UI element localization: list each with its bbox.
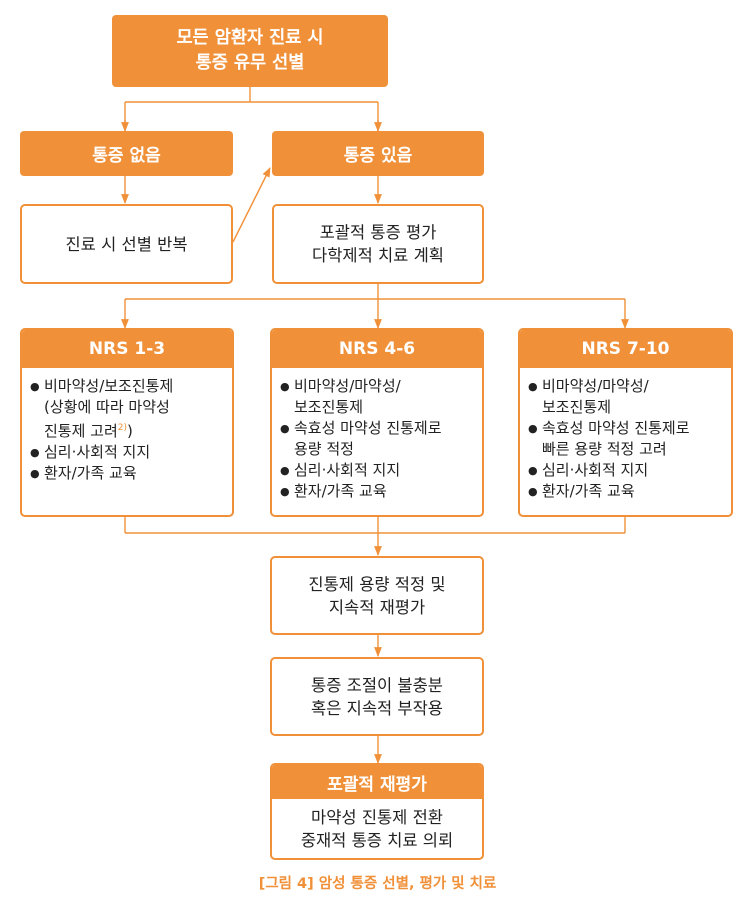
repeat-screening-box: 진료 시 선별 반복 bbox=[20, 204, 233, 284]
arrow-repeat-to-has-pain bbox=[232, 167, 271, 243]
nrs-high-title: NRS 7-10 bbox=[520, 330, 731, 368]
nrs-high-item2-line2: 빠른 용량 적정 고려 bbox=[542, 440, 667, 458]
reassessment-title: 포괄적 재평가 bbox=[272, 765, 482, 799]
no-pain-box: 통증 없음 bbox=[20, 131, 233, 176]
screening-line1: 모든 암환자 진료 시 bbox=[176, 28, 324, 48]
titration-line1: 진통제 용량 적정 및 bbox=[308, 574, 446, 594]
has-pain-box: 통증 있음 bbox=[272, 131, 484, 176]
split-connector bbox=[124, 86, 379, 131]
nrs-high-item-2: 속효성 마약성 진통제로 빠른 용량 적정 고려 bbox=[528, 418, 725, 460]
nrs-mid-item-4: 환자/가족 교육 bbox=[280, 481, 476, 502]
reassessment-line1: 마약성 진통제 전환 bbox=[311, 807, 443, 827]
nrs-low-box: NRS 1-3 비마약성/보조진통제 (상황에 따라 마약성 진통제 고려2))… bbox=[20, 328, 234, 517]
nrs-low-item1-line3: 진통제 고려 bbox=[44, 422, 118, 440]
nrs-low-item-2: 심리·사회적 지지 bbox=[30, 442, 226, 463]
nrs-high-item-3: 심리·사회적 지지 bbox=[528, 460, 725, 481]
uncontrolled-pain-box: 통증 조절이 불충분 혹은 지속적 부작용 bbox=[270, 657, 484, 736]
nrs-low-item1-line1: 비마약성/보조진통제 bbox=[44, 377, 174, 395]
has-pain-label: 통증 있음 bbox=[343, 146, 413, 166]
nrs-split-connector bbox=[125, 284, 625, 300]
nrs-merge-connector bbox=[124, 517, 626, 534]
reassessment-body: 마약성 진통제 전환 중재적 통증 치료 의뢰 bbox=[272, 799, 482, 858]
nrs-mid-box: NRS 4-6 비마약성/마약성/ 보조진통제 속효성 마약성 진통제로 용량 … bbox=[270, 328, 484, 517]
nrs-low-item1-line2: (상황에 따라 마약성 bbox=[44, 398, 170, 416]
assessment-line2: 다학제적 치료 계획 bbox=[312, 246, 444, 265]
assessment-box: 포괄적 통증 평가 다학제적 치료 계획 bbox=[272, 204, 484, 284]
titration-line2: 지속적 재평가 bbox=[328, 597, 426, 617]
nrs-mid-item2-line2: 용량 적정 bbox=[294, 440, 354, 458]
nrs-high-item-1: 비마약성/마약성/ 보조진통제 bbox=[528, 376, 725, 418]
assessment-line1: 포괄적 통증 평가 bbox=[319, 223, 437, 242]
nrs-mid-item-1: 비마약성/마약성/ 보조진통제 bbox=[280, 376, 476, 418]
reference-superscript: 2) bbox=[117, 423, 128, 433]
nrs-high-item1-line2: 보조진통제 bbox=[542, 398, 612, 416]
nrs-mid-item1-line1: 비마약성/마약성/ bbox=[294, 377, 401, 395]
figure-caption: [그림 4] 암성 통증 선별, 평가 및 치료 bbox=[258, 876, 497, 892]
screening-line2: 통증 유무 선별 bbox=[195, 53, 305, 73]
nrs-mid-item1-line2: 보조진통제 bbox=[294, 398, 364, 416]
nrs-mid-title: NRS 4-6 bbox=[272, 330, 482, 368]
nrs-high-item-4: 환자/가족 교육 bbox=[528, 481, 725, 502]
uncontrolled-line1: 통증 조절이 불충분 bbox=[311, 675, 443, 695]
nrs-high-box: NRS 7-10 비마약성/마약성/ 보조진통제 속효성 마약성 진통제로 빠른… bbox=[518, 328, 733, 517]
nrs-low-item1-close: ) bbox=[127, 422, 133, 440]
nrs-low-item-1: 비마약성/보조진통제 (상황에 따라 마약성 진통제 고려2)) bbox=[30, 376, 226, 442]
uncontrolled-line2: 혹은 지속적 부작용 bbox=[311, 698, 443, 718]
titration-box: 진통제 용량 적정 및 지속적 재평가 bbox=[270, 556, 484, 635]
reassessment-line2: 중재적 통증 치료 의뢰 bbox=[300, 830, 454, 850]
reassessment-box: 포괄적 재평가 마약성 진통제 전환 중재적 통증 치료 의뢰 bbox=[270, 763, 484, 860]
no-pain-label: 통증 없음 bbox=[92, 146, 161, 166]
nrs-high-item2-line1: 속효성 마약성 진통제로 bbox=[542, 419, 690, 437]
nrs-mid-item2-line1: 속효성 마약성 진통제로 bbox=[294, 419, 442, 437]
repeat-screening-label: 진료 시 선별 반복 bbox=[65, 234, 188, 254]
nrs-high-item1-line1: 비마약성/마약성/ bbox=[542, 377, 649, 395]
screening-box: 모든 암환자 진료 시 통증 유무 선별 bbox=[112, 15, 388, 87]
nrs-mid-item-2: 속효성 마약성 진통제로 용량 적정 bbox=[280, 418, 476, 460]
nrs-low-item-3: 환자/가족 교육 bbox=[30, 463, 226, 484]
nrs-mid-item-3: 심리·사회적 지지 bbox=[280, 460, 476, 481]
nrs-low-title: NRS 1-3 bbox=[22, 330, 232, 368]
